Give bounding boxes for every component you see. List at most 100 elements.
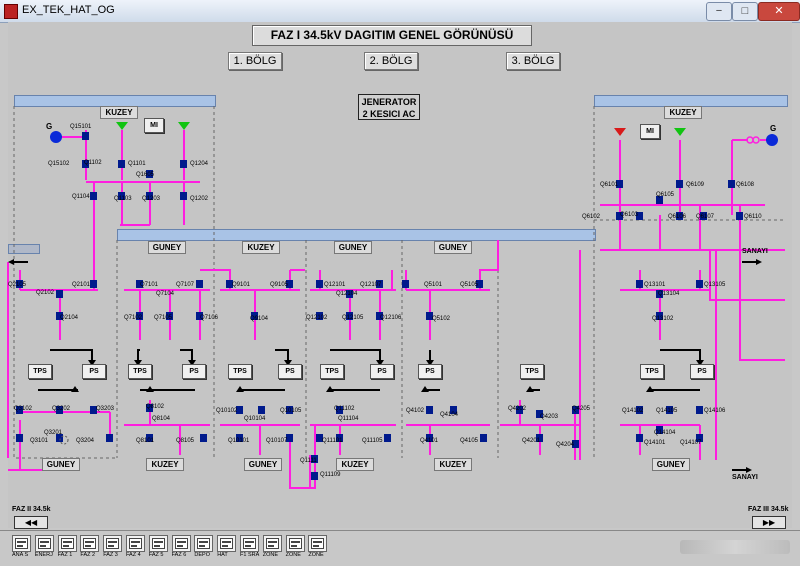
left-region-header	[8, 244, 40, 254]
toolbar-label: FAZ 2	[80, 552, 96, 558]
breaker-label: Q2105	[8, 282, 27, 288]
nav-left-button[interactable]: ◀◀	[14, 516, 48, 529]
transformer-green-icon	[116, 122, 128, 130]
toolbar-label: ANA S	[12, 552, 29, 558]
breaker-label: Q7105	[154, 315, 173, 321]
ps-button[interactable]: PS	[82, 364, 106, 379]
ps-button[interactable]: PS	[418, 364, 442, 379]
panel-icon	[83, 538, 97, 549]
toolbar-button[interactable]	[240, 535, 259, 552]
tps-button[interactable]: TPS	[640, 364, 664, 379]
generator-line2: 2 KESICI AC	[362, 109, 416, 119]
breaker-label: Q6109	[686, 182, 705, 188]
tps-button[interactable]: TPS	[520, 364, 544, 379]
toolbar-label: FAZ 6	[171, 552, 187, 558]
toolbar-button[interactable]	[34, 535, 54, 552]
breaker-label: Q10107	[266, 438, 288, 444]
label-guney: GUNEY	[244, 458, 282, 471]
breaker-label: Q3201	[44, 430, 63, 436]
toolbar-button[interactable]	[126, 535, 145, 552]
panel-icon	[151, 538, 165, 549]
panel-icon	[15, 538, 28, 549]
tps-button[interactable]: TPS	[28, 364, 52, 379]
breaker-label: Q2102	[36, 290, 55, 296]
breaker-label: Q6101	[600, 182, 619, 188]
breaker-label: Q1605	[136, 172, 155, 178]
breaker-label: Q14107	[680, 440, 702, 446]
label-guney: GUNEY	[148, 241, 186, 254]
sanayi-label: SANAYI	[732, 474, 758, 481]
breaker-label: Q8104	[152, 416, 171, 422]
ps-button[interactable]: PS	[278, 364, 302, 379]
page-title: FAZ I 34.5kV DAGITIM GENEL GÖRÜNÜSÜ	[252, 25, 532, 46]
toolbar-button[interactable]	[80, 535, 100, 552]
toolbar-button[interactable]	[308, 535, 328, 552]
window-titlebar: EX_TEK_HAT_OG − □ ✕	[0, 0, 800, 23]
toolbar-button[interactable]	[12, 535, 31, 552]
ps-button[interactable]: PS	[370, 364, 394, 379]
breaker-label: Q15102	[48, 161, 70, 167]
panel-icon	[197, 538, 211, 549]
section-2-button[interactable]: 2. BÖLG	[364, 52, 418, 70]
toolbar-button[interactable]	[285, 535, 305, 552]
breaker-label: Q4201	[522, 438, 541, 444]
breaker-label: Q1101	[128, 161, 146, 167]
breaker-label: Q6103	[620, 212, 639, 218]
toolbar-button[interactable]	[171, 535, 191, 552]
ps-button[interactable]: PS	[182, 364, 206, 379]
breaker-label: Q1203	[142, 196, 161, 202]
breaker-label: Q1103	[114, 196, 132, 202]
toolbar-button[interactable]	[262, 535, 282, 552]
breaker-label: Q1202	[190, 196, 209, 202]
toolbar-button[interactable]	[217, 535, 237, 552]
breaker-label: Q10104	[244, 416, 266, 422]
tps-button[interactable]: TPS	[320, 364, 344, 379]
breaker-label: Q4205	[572, 406, 591, 412]
breaker-label: Q7102	[124, 315, 143, 321]
breaker-label: Q3202	[52, 406, 71, 412]
breaker-label: Q12102	[306, 315, 328, 321]
toolbar-label: HAT	[217, 552, 228, 558]
nav-right-button[interactable]: ▶▶	[752, 516, 786, 529]
label-guney: GUNEY	[434, 241, 472, 254]
app-icon	[4, 4, 18, 19]
breaker-label: Q1204	[190, 161, 209, 167]
breaker-label: Q12105	[342, 315, 364, 321]
toolbar-button[interactable]	[148, 535, 168, 552]
ps-button[interactable]: PS	[690, 364, 714, 379]
breaker-label: Q9104	[250, 316, 269, 322]
tps-button[interactable]: TPS	[228, 364, 252, 379]
toolbar-label: F1 SRA	[240, 552, 260, 558]
label-kuzey: KUZEY	[434, 458, 472, 471]
toolbar-button[interactable]	[57, 535, 77, 552]
toolbar-button[interactable]	[194, 535, 214, 552]
sanayi-label: SANAYI	[742, 248, 768, 255]
panel-icon	[174, 538, 188, 549]
section-1-button[interactable]: 1. BÖLG	[228, 52, 282, 70]
breaker-label: Q3204	[76, 438, 95, 444]
nav-right-label: FAZ III 34.5k	[748, 506, 789, 513]
breaker-label: Q4203	[540, 414, 559, 420]
section-3-button[interactable]: 3. BÖLG	[506, 52, 560, 70]
breaker-label: Q3203	[96, 406, 115, 412]
panel-icon	[265, 538, 279, 549]
generator-box[interactable]: JENERATOR 2 KESICI AC	[358, 94, 420, 120]
toolbar-label: ZONE	[285, 552, 301, 558]
toolbar-button[interactable]	[103, 535, 123, 552]
transformer-green-icon	[674, 128, 686, 136]
breaker-label: Q10101	[228, 438, 250, 444]
mi-button[interactable]: MI	[144, 118, 164, 133]
label-kuzey: KUZEY	[100, 106, 138, 119]
maximize-button[interactable]: □	[732, 2, 758, 21]
panel-icon	[37, 538, 51, 549]
breaker-label: Q6110	[744, 214, 762, 220]
breaker-label: Q7107	[176, 282, 195, 288]
breaker-label: Q10102	[216, 408, 238, 414]
minimize-button[interactable]: −	[706, 2, 732, 21]
mi-button[interactable]: MI	[640, 124, 660, 139]
label-guney: GUNEY	[652, 458, 690, 471]
tps-button[interactable]: TPS	[128, 364, 152, 379]
breaker-label: Q12104	[336, 291, 358, 297]
breaker-label: Q11102	[334, 406, 355, 412]
